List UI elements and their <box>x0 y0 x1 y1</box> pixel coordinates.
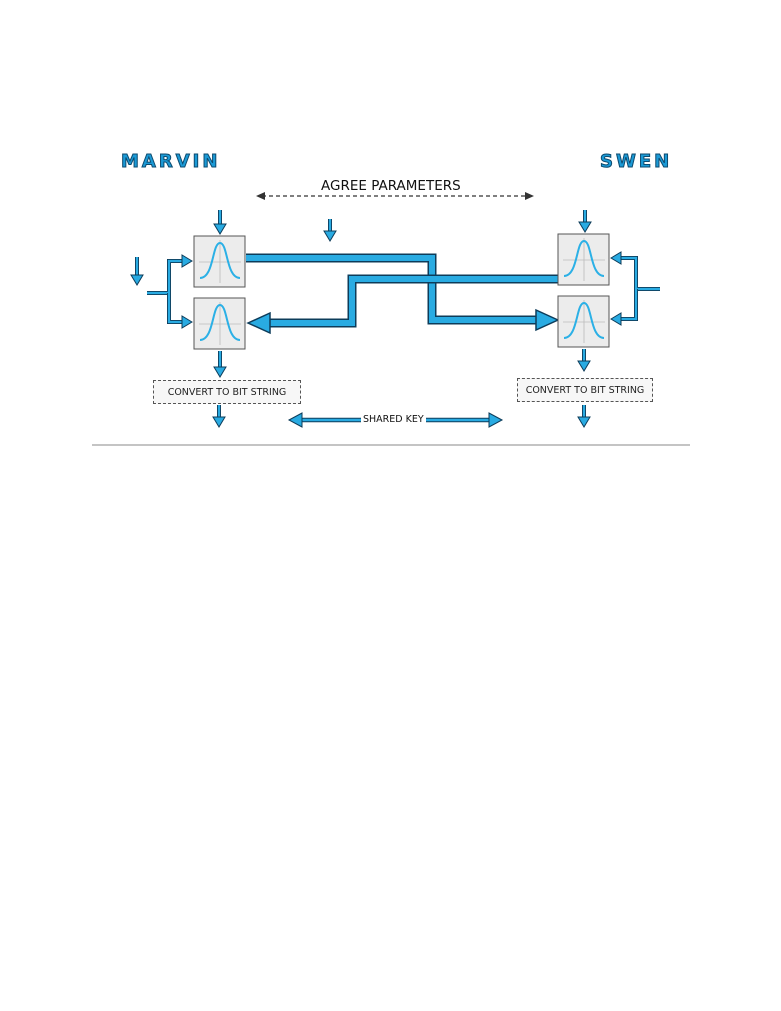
right-side-arrows <box>577 210 660 428</box>
swen-gaussian-box-top <box>557 233 610 286</box>
convert-box-right: CONVERT TO BIT STRING <box>517 378 653 402</box>
convert-box-left: CONVERT TO BIT STRING <box>153 380 301 404</box>
shared-key-label: SHARED KEY <box>361 414 426 425</box>
agree-parameters-label: AGREE PARAMETERS <box>318 178 464 194</box>
party-swen: SWEN <box>599 151 673 173</box>
party-marvin: MARVIN <box>120 151 221 173</box>
marvin-gaussian-box-bottom <box>193 297 246 350</box>
gaussian-curve-icon <box>199 241 241 279</box>
agree-parameters-arrow <box>256 192 534 200</box>
swen-gaussian-box-bottom <box>557 295 610 348</box>
left-side-arrows <box>130 210 337 428</box>
exchange-route-left-to-right <box>246 253 560 332</box>
exchange-route-right-to-left <box>246 274 558 335</box>
marvin-gaussian-box-top <box>193 235 246 288</box>
gaussian-curve-icon <box>563 239 605 277</box>
gaussian-curve-icon <box>563 301 605 339</box>
gaussian-curve-icon <box>199 303 241 341</box>
